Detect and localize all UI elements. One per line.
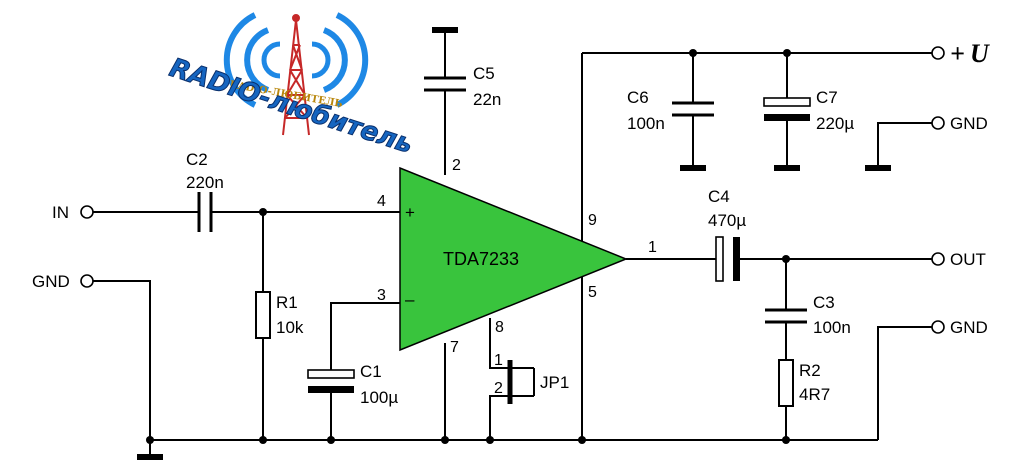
radio-wave-left-outer-icon: [223, 12, 257, 108]
pin-7-label: 7: [450, 339, 459, 356]
gnd-bottom-right-wire: [877, 326, 932, 440]
in-label: IN: [52, 203, 69, 222]
radio-wave-left-mid-icon: [244, 27, 270, 93]
gnd-top-right-label: GND: [950, 114, 988, 133]
supply-plus-label: +: [950, 39, 965, 68]
out-label: OUT: [950, 250, 986, 269]
gnd-top-right-wire: [877, 122, 932, 168]
jp1-pin2-label: 2: [494, 380, 503, 397]
c4-name: C4: [708, 187, 730, 206]
capacitor-c6: [672, 101, 714, 171]
pin8-wire: [489, 318, 512, 369]
c6-value: 100n: [627, 114, 665, 133]
out-terminal[interactable]: [931, 252, 945, 266]
jumper-jp1: [507, 360, 535, 404]
junction-c7: [783, 49, 791, 57]
capacitor-c1: [307, 369, 355, 393]
in-terminal[interactable]: [80, 205, 94, 219]
junction-gnd-jp1: [486, 436, 494, 444]
resistor-r2: [778, 359, 794, 407]
ic-minus-input-sign: –: [405, 290, 415, 309]
r1-name: R1: [276, 293, 298, 312]
gnd-left-wire: [93, 280, 151, 457]
pin-3-label: 3: [377, 287, 386, 304]
radio-wave-right-mid-icon: [322, 27, 348, 93]
gnd-bottom-right-label: GND: [950, 318, 988, 337]
capacitor-c7: [763, 97, 811, 171]
c1-name: C1: [360, 362, 382, 381]
pin-4-label: 4: [377, 193, 386, 210]
c2-name: C2: [186, 150, 208, 169]
ic-tda7233: [399, 166, 629, 352]
radio-tower-icon: [282, 14, 310, 136]
c6-name: C6: [627, 88, 649, 107]
ic-label: TDA7233: [443, 249, 519, 269]
pin-8-label: 8: [495, 319, 504, 336]
capacitor-c4: [715, 236, 740, 282]
c1-value: 100µ: [360, 388, 398, 407]
ic-plus-input-sign: +: [405, 203, 415, 222]
c5-value: 22n: [473, 90, 501, 109]
c3-value: 100n: [813, 318, 851, 337]
capacitor-c5: [424, 76, 466, 92]
r1-value: 10k: [276, 318, 304, 337]
supply-u-label: U: [970, 39, 990, 68]
jp1-pin1-label: 1: [494, 352, 503, 369]
jp1-pin2-wire: [489, 395, 512, 440]
radio-wave-right-inner-icon: [311, 41, 331, 79]
junction-gnd-pin7: [441, 436, 449, 444]
r2-name: R2: [799, 361, 821, 380]
gnd-bottom-right-terminal[interactable]: [931, 320, 945, 334]
pin-9-label: 9: [588, 212, 597, 229]
pin-1-label: 1: [648, 239, 657, 256]
resistor-r1: [255, 291, 271, 339]
junction-gnd-c1: [327, 436, 335, 444]
radio-wave-left-inner-icon: [261, 41, 281, 79]
c7-value: 220µ: [816, 114, 854, 133]
gnd-left-terminal[interactable]: [80, 274, 94, 288]
junction-gnd-r1: [259, 436, 267, 444]
c3-name: C3: [813, 293, 835, 312]
c4-value: 470µ: [708, 211, 746, 230]
radio-lubitel-logo: RADIO-ЛЮБИТЕЛЬ RADIO-любитель: [165, 12, 417, 160]
junction-c6: [689, 49, 697, 57]
supply-rail: [581, 52, 932, 440]
junction-gnd-pin5: [578, 436, 586, 444]
r2-value: 4R7: [799, 385, 830, 404]
pin-5-label: 5: [588, 284, 597, 301]
pin3-wire: [330, 302, 400, 370]
radio-wave-right-outer-icon: [335, 12, 369, 108]
c5-name: C5: [473, 64, 495, 83]
gnd-left-label: GND: [32, 272, 70, 291]
capacitor-c3: [765, 308, 807, 324]
junction-gnd-left: [146, 436, 154, 444]
gnd-top-right-terminal[interactable]: [931, 116, 945, 130]
junction-gnd-r2: [782, 436, 790, 444]
c7-name: C7: [816, 88, 838, 107]
supply-terminal[interactable]: [931, 46, 945, 60]
jp1-name: JP1: [540, 373, 569, 392]
c2-value: 220n: [186, 173, 224, 192]
capacitor-c2: [197, 192, 213, 232]
pin-2-label: 2: [452, 157, 461, 174]
